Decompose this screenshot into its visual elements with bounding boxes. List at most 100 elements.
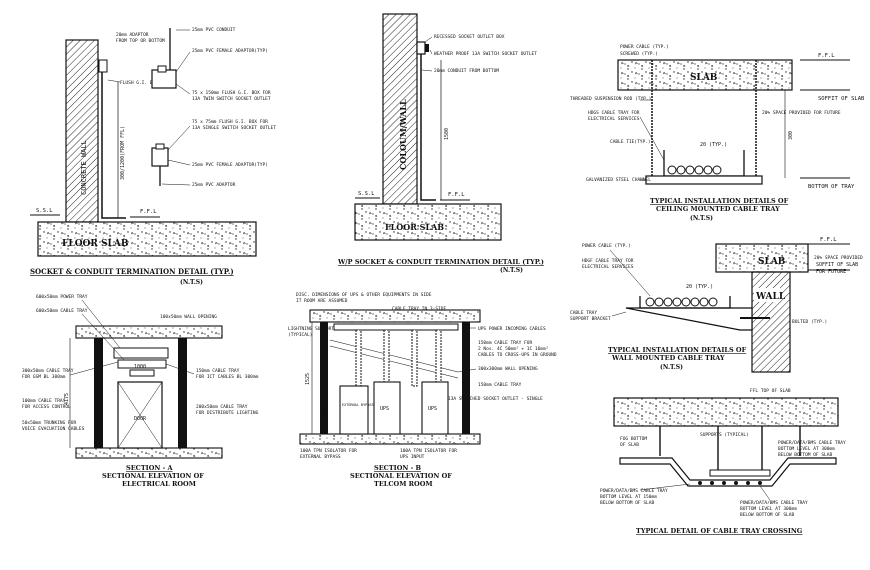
ceiling-ffl: F.F.L bbox=[818, 53, 835, 59]
er-note-2: 600x50mm CABLE TRAY bbox=[36, 308, 88, 314]
er-dim-4175: 4175 bbox=[64, 393, 70, 405]
tr-note-8: 100A TPN ISOLATOR FOR bbox=[300, 448, 357, 454]
tr-ups-1 bbox=[373, 381, 401, 435]
cx-note-2: SUPPORTS (TYPICAL) bbox=[700, 432, 749, 438]
wall-tray-note-space: 20% SPACE PROVIDED bbox=[814, 255, 863, 261]
tr-note-0: DISC. DIMENSIONS OF UPS & OTHER EQUIPMEN… bbox=[296, 292, 432, 298]
cx-note-6b: BOTTOM LEVEL AT 300mm bbox=[740, 506, 797, 512]
tr-roof-slab bbox=[309, 309, 481, 323]
er-door-label: DOOR bbox=[134, 416, 147, 422]
detail-cable-tray-crossing: FFL TOP OF SLAB SUPPORTS (TYPICAL) FOG B… bbox=[600, 388, 846, 535]
cx-note-1: FFL TOP OF SLAB bbox=[750, 388, 791, 394]
note-twin-box: 75 x 150mm FLUSH G.I. BOX FOR bbox=[192, 90, 271, 96]
crossing-cables bbox=[698, 481, 762, 485]
detail-6-title: SECTION - B bbox=[374, 464, 422, 472]
detail-5-title: SECTION - A bbox=[126, 464, 174, 472]
note-female-adaptor-2: 25mm PVC FEMALE ADAPTOR(TYP) bbox=[192, 162, 268, 168]
tr-note-9: 100A TPN ISOLATOR FOR bbox=[400, 448, 457, 454]
note-conduit: 25mm PVC CONDUIT bbox=[192, 27, 236, 33]
er-note-3: 100x50mm WALL OPENING bbox=[160, 314, 217, 320]
cx-note-5b: BOTTOM LEVEL AT 150mm bbox=[600, 494, 657, 500]
wall-tray-note-bolted: BOLTED (TYP.) bbox=[792, 319, 827, 325]
wp-slab-label: FLOOR SLAB bbox=[385, 222, 444, 232]
cx-note-6: POWER/DATA/BMS CABLE TRAY bbox=[740, 500, 808, 506]
ceiling-cables bbox=[667, 165, 722, 175]
er-column-right bbox=[178, 338, 187, 448]
detail-2-title: W/P SOCKET & CONDUIT TERMINATION DETAIL … bbox=[337, 258, 544, 266]
note-twin-box-2: 13A TWIN SWITCH SOCKET OUTLET bbox=[192, 96, 271, 102]
wall-tray-note-bracket: SUPPORT BRACKET bbox=[570, 316, 611, 322]
cx-note-6c: BELOW BOTTOM OF SLAB bbox=[740, 512, 794, 518]
wall-tray-20typ: 20 (TYP.) bbox=[686, 284, 713, 290]
er-note-5b: FOR ICT CABLES BL 300mm bbox=[196, 374, 259, 380]
wall-label-2: WALL bbox=[755, 292, 786, 302]
ceiling-note-future: 20% SPACE PROVIDED FOR FUTURE bbox=[762, 110, 841, 116]
detail-wp-socket: COLOUM/WALL FLOOR SLAB S.S.L F.F.L 1500 … bbox=[337, 13, 544, 274]
ceiling-tray bbox=[663, 150, 745, 177]
detail-1-scale: (N.T.S) bbox=[180, 279, 203, 286]
cx-note-5c: BELOW BOTTOM OF SLAB bbox=[600, 500, 654, 506]
tr-ups-2 bbox=[421, 381, 449, 435]
er-note-4: 300x50mm CABLE TRAY bbox=[22, 368, 74, 374]
wall-tray-ffl: F.F.L bbox=[820, 237, 837, 243]
floor-slab bbox=[37, 221, 257, 257]
er-note-7b: FOR ACCESS CONTROL bbox=[22, 404, 71, 410]
detail-ceiling-tray: SLAB F.F.L SOFFIT OF SLAB BOTTOM OF TRAY… bbox=[570, 44, 865, 222]
single-socket-box bbox=[151, 147, 169, 167]
detail-5-title-3: ELECTRICAL ROOM bbox=[122, 480, 196, 488]
er-note-5: 150mm CABLE TRAY bbox=[196, 368, 240, 374]
note-pvc-adaptor: 25mm PVC ADAPTOR bbox=[192, 182, 236, 188]
wp-conduit bbox=[420, 54, 436, 201]
ceiling-note-tie: CABLE TIE(TYP.) bbox=[610, 139, 651, 145]
er-note-4b: FOR GSM BL 300mm bbox=[22, 374, 66, 380]
detail-4-title-2: WALL MOUNTED CABLE TRAY bbox=[611, 354, 725, 362]
cx-note-5: POWER/DATA/BMS CABLE TRAY bbox=[600, 488, 668, 494]
wall-tray-future: FOR FUTURE bbox=[816, 269, 846, 275]
er-note-6b: FOR DISTRIBUTE LIGHTING bbox=[196, 410, 259, 416]
support-bracket bbox=[625, 307, 753, 331]
wp-floor-slab bbox=[354, 203, 502, 241]
ceiling-slab bbox=[617, 59, 793, 91]
wall-section bbox=[751, 271, 791, 373]
wp-note-recessed: RECESSED SOCKET OUTLET BOX bbox=[434, 34, 505, 40]
detail-3-title-2: CEILING MOUNTED CABLE TRAY bbox=[656, 205, 780, 213]
cx-note-4b: BOTTOM LEVEL AT 300mm bbox=[778, 446, 835, 452]
note-adaptor: 20mm ADAPTOR bbox=[116, 32, 149, 38]
note-adaptor-2: FROM TOP OR BOTTOM bbox=[116, 38, 165, 44]
tr-note-3: 150mm CABLE TRAY FOR bbox=[478, 340, 532, 346]
note-single-box: 75 x 75mm FLUSH G.I. BOX FOR bbox=[192, 119, 268, 125]
tr-dim-1000: 1000 bbox=[322, 408, 328, 420]
detail-7-title: TYPICAL DETAIL OF CABLE TRAY CROSSING bbox=[636, 527, 803, 535]
twin-socket-box bbox=[151, 69, 177, 89]
slab-label: FLOOR SLAB bbox=[62, 239, 129, 249]
er-note-7: 100mm CABLE TRAY bbox=[22, 398, 66, 404]
detail-wall-tray: SLAB WALL F.F.L SOFFIT OF SLAB FOR FUTUR… bbox=[570, 237, 863, 373]
dim-label: 300/1200(FROM FFL) bbox=[120, 126, 126, 180]
tr-bypass-switch bbox=[339, 385, 369, 435]
ceiling-bottom: BOTTOM OF TRAY bbox=[808, 184, 855, 190]
detail-2-scale: (N.T.S) bbox=[500, 267, 523, 274]
tr-column-left bbox=[320, 322, 328, 434]
steel-channel bbox=[645, 175, 763, 185]
ceiling-note-power: POWER CABLE (TYP.) bbox=[620, 44, 669, 50]
wp-note-weatherproof: WEATHER PROOF 13A SWITCH SOCKET OUTLET bbox=[434, 51, 537, 57]
wall-tray-note-hdgf: HDGF CABLE TRAY FOR bbox=[582, 258, 634, 264]
er-note-8b: VOICE EVACUATION CABLES bbox=[22, 426, 85, 432]
tr-ups-2-label: UPS bbox=[428, 406, 437, 412]
er-note-1: 600x50mm POWER TRAY bbox=[36, 294, 88, 300]
detail-5-title-2: SECTIONAL ELEVATION OF bbox=[102, 472, 204, 480]
note-single-box-2: 13A SINGLE SWITCH SOCKET OUTLET bbox=[192, 125, 276, 131]
wall-tray-cables bbox=[645, 297, 718, 307]
ceiling-note-screwed: SCREWED (TYP.) bbox=[620, 51, 658, 57]
detail-electrical-room: 1000 DOOR 4175 600x50mm POWER TRAY 600x5… bbox=[22, 294, 259, 488]
cx-note-3: FOG BOTTOM bbox=[620, 436, 647, 442]
flush-box bbox=[98, 59, 108, 73]
er-note-6: 200x50mm CABLE TRAY bbox=[196, 404, 248, 410]
cx-note-3b: OF SLAB bbox=[620, 442, 639, 448]
wall-tray-note-hdgf-2: ELECTRICAL SERVICES bbox=[582, 264, 634, 270]
note-flush-box: FLUSH G.I. BOX bbox=[120, 80, 158, 86]
wp-note-conduit: 20mm CONDUIT FROM BOTTOM bbox=[434, 68, 499, 74]
note-female-adaptor: 25mm PVC FEMALE ADAPTOR(TYP) bbox=[192, 48, 268, 54]
tr-note-2: UPS POWER INCOMING CABLES bbox=[478, 326, 546, 332]
